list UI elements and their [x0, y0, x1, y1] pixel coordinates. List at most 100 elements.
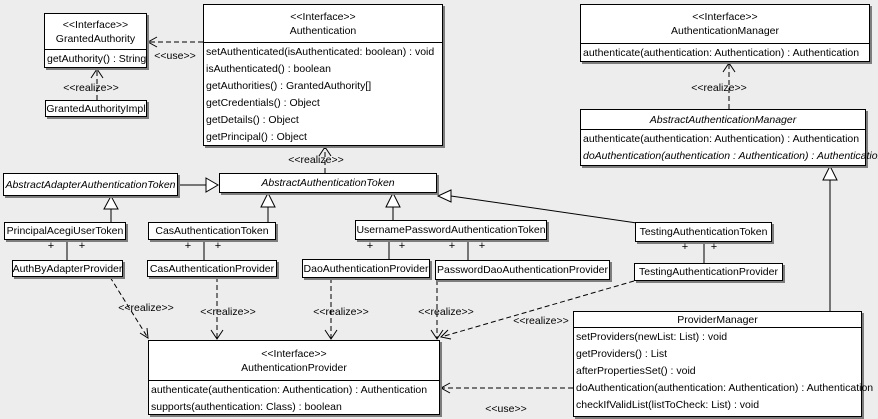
- stereotype-label: <<Interface>>: [692, 11, 758, 23]
- class-principal-acegi-user-token[interactable]: PrincipalAcegiUserToken: [4, 222, 126, 240]
- class-provider-manager[interactable]: ProviderManager setProviders(newList: Li…: [573, 311, 874, 417]
- generalization-principal-token-to-adapter-token: [103, 194, 119, 222]
- method: getCredentials() : Object: [206, 97, 320, 109]
- realize-label: <<realize>>: [200, 306, 256, 318]
- arrowhead: [210, 329, 224, 340]
- method: doAuthentication(authentication: Authent…: [576, 382, 874, 394]
- method: authenticate(authentication: Authenticat…: [583, 133, 860, 145]
- arrowhead: [439, 329, 452, 340]
- multiplicity-label: +: [478, 240, 486, 252]
- realize-testing-provider-line: [440, 280, 635, 338]
- class-authentication[interactable]: <<Interface>> Authentication setAuthenti…: [203, 4, 443, 146]
- class-header: <<Interface>> Authentication: [204, 5, 442, 43]
- class-cas-authentication-token[interactable]: CasAuthenticationToken: [148, 222, 276, 240]
- realize-label: <<realize>>: [288, 154, 344, 166]
- method: getAuthority() : String: [47, 53, 147, 65]
- class-name: AbstractAuthenticationToken: [261, 177, 395, 189]
- method: setProviders(newList: List) : void: [576, 331, 728, 343]
- class-header: ProviderManager: [574, 312, 861, 328]
- class-name: GrantedAuthority: [55, 32, 136, 45]
- multiplicity-label: +: [366, 240, 374, 252]
- realize-label: <<realize>>: [63, 82, 119, 94]
- method: getDetails() : Object: [206, 114, 299, 126]
- method: setAuthenticated(isAuthenticated: boolea…: [206, 46, 435, 58]
- class-name: AbstractAuthenticationManager: [649, 113, 797, 126]
- multiplicity-label: +: [710, 241, 718, 253]
- method: isAuthenticated() : boolean: [206, 63, 331, 75]
- class-dao-authentication-provider[interactable]: DaoAuthenticationProvider: [302, 259, 430, 278]
- methods-compartment: getAuthority() : String: [45, 50, 146, 68]
- class-name: GrantedAuthorityImpl: [46, 102, 146, 115]
- class-abstract-authentication-token[interactable]: AbstractAuthenticationToken: [219, 173, 437, 193]
- class-abstract-adapter-authentication-token[interactable]: AbstractAdapterAuthenticationToken: [3, 173, 178, 196]
- method: supports(authentication: Class) : boolea…: [151, 401, 342, 413]
- methods-compartment: authenticate(authentication: Authenticat…: [149, 381, 439, 416]
- realize-label: <<realize>>: [691, 82, 747, 94]
- class-name: CasAuthenticationToken: [155, 225, 269, 237]
- method: getProviders() : List: [576, 348, 668, 360]
- arrowhead: [324, 329, 338, 340]
- class-name: Authentication: [289, 24, 357, 37]
- class-authentication-manager[interactable]: <<Interface>> AuthenticationManager auth…: [580, 4, 870, 62]
- class-name: DaoAuthenticationProvider: [303, 262, 429, 275]
- realize-label: <<realize>>: [513, 315, 569, 327]
- class-granted-authority[interactable]: <<Interface>> GrantedAuthority getAuthor…: [44, 13, 147, 68]
- class-abstract-authentication-manager[interactable]: AbstractAuthenticationManager authentica…: [580, 109, 878, 166]
- multiplicity-label: +: [398, 240, 406, 252]
- methods-compartment: authenticate(authentication: Authenticat…: [581, 44, 869, 62]
- generalization-cas-token-to-abstract-token: [260, 191, 276, 222]
- class-name: PrincipalAcegiUserToken: [6, 225, 124, 237]
- realize-label: <<realize>>: [118, 302, 174, 314]
- method: getAuthorities() : GrantedAuthority[]: [206, 80, 372, 92]
- arrowhead: [139, 327, 149, 339]
- class-username-password-authentication-token[interactable]: UsernamePasswordAuthenticationToken: [355, 220, 547, 240]
- generalization-testing-token-to-abstract-token: [436, 189, 638, 224]
- realize-authbyadapter-line: [109, 276, 149, 339]
- class-header: <<Interface>> AuthenticationManager: [581, 5, 869, 44]
- arrowhead: [318, 146, 332, 157]
- multiplicity-label: +: [214, 240, 222, 252]
- methods-compartment: authenticate(authentication: Authenticat…: [581, 130, 878, 165]
- arrowhead: [146, 36, 158, 48]
- method: getPrincipal() : Object: [206, 131, 307, 143]
- arrowhead: [90, 68, 104, 79]
- method: authenticate(authentication: Authenticat…: [151, 384, 428, 396]
- class-header: <<Interface>> AuthenticationProvider: [149, 341, 439, 381]
- class-header: AbstractAuthenticationManager: [581, 110, 865, 130]
- class-granted-authority-impl[interactable]: GrantedAuthorityImpl: [45, 100, 147, 117]
- method: checkIfValidList(listToCheck: List) : vo…: [576, 399, 760, 411]
- class-cas-authentication-provider[interactable]: CasAuthenticationProvider: [147, 260, 277, 277]
- stereotype-label: <<Interface>>: [290, 10, 356, 23]
- method: doAuthentication(authentication : Authen…: [583, 150, 878, 162]
- method: authenticate(authentication: Authenticat…: [583, 47, 860, 59]
- class-name: AuthenticationManager: [671, 25, 779, 37]
- class-testing-authentication-token[interactable]: TestingAuthenticationToken: [635, 222, 772, 242]
- class-name: CasAuthenticationProvider: [149, 262, 275, 275]
- class-name: AbstractAdapterAuthenticationToken: [5, 178, 176, 191]
- class-auth-by-adapter-provider[interactable]: AuthByAdapterProvider: [12, 260, 123, 277]
- class-name: PasswordDaoAuthenticationProvider: [436, 264, 608, 276]
- arrowhead: [430, 329, 444, 340]
- generalization-provider-manager-to-abstract-manager: [822, 164, 838, 311]
- class-name: AuthByAdapterProvider: [12, 262, 123, 275]
- use-label: <<use>>: [485, 403, 527, 415]
- class-name: UsernamePasswordAuthenticationToken: [356, 224, 546, 236]
- generalization-usernamepassword-token-to-abstract-token: [385, 191, 401, 220]
- class-password-dao-authentication-provider[interactable]: PasswordDaoAuthenticationProvider: [435, 260, 610, 280]
- methods-compartment: setProviders(newList: List) : void getPr…: [574, 328, 874, 414]
- stereotype-label: <<Interface>>: [261, 347, 327, 360]
- methods-compartment: setAuthenticated(isAuthenticated: boolea…: [204, 43, 442, 146]
- class-testing-authentication-provider[interactable]: TestingAuthenticationProvider: [634, 263, 783, 281]
- use-label: <<use>>: [154, 50, 196, 62]
- multiplicity-label: +: [78, 240, 86, 252]
- method: afterPropertiesSet() : void: [576, 365, 696, 377]
- multiplicity-label: +: [448, 240, 456, 252]
- realize-label: <<realize>>: [418, 306, 474, 318]
- arrowhead: [439, 382, 451, 394]
- stereotype-label: <<Interface>>: [62, 18, 129, 31]
- class-header: <<Interface>> GrantedAuthority: [45, 14, 146, 50]
- class-name: TestingAuthenticationProvider: [639, 266, 778, 278]
- class-authentication-provider[interactable]: <<Interface>> AuthenticationProvider aut…: [148, 340, 440, 415]
